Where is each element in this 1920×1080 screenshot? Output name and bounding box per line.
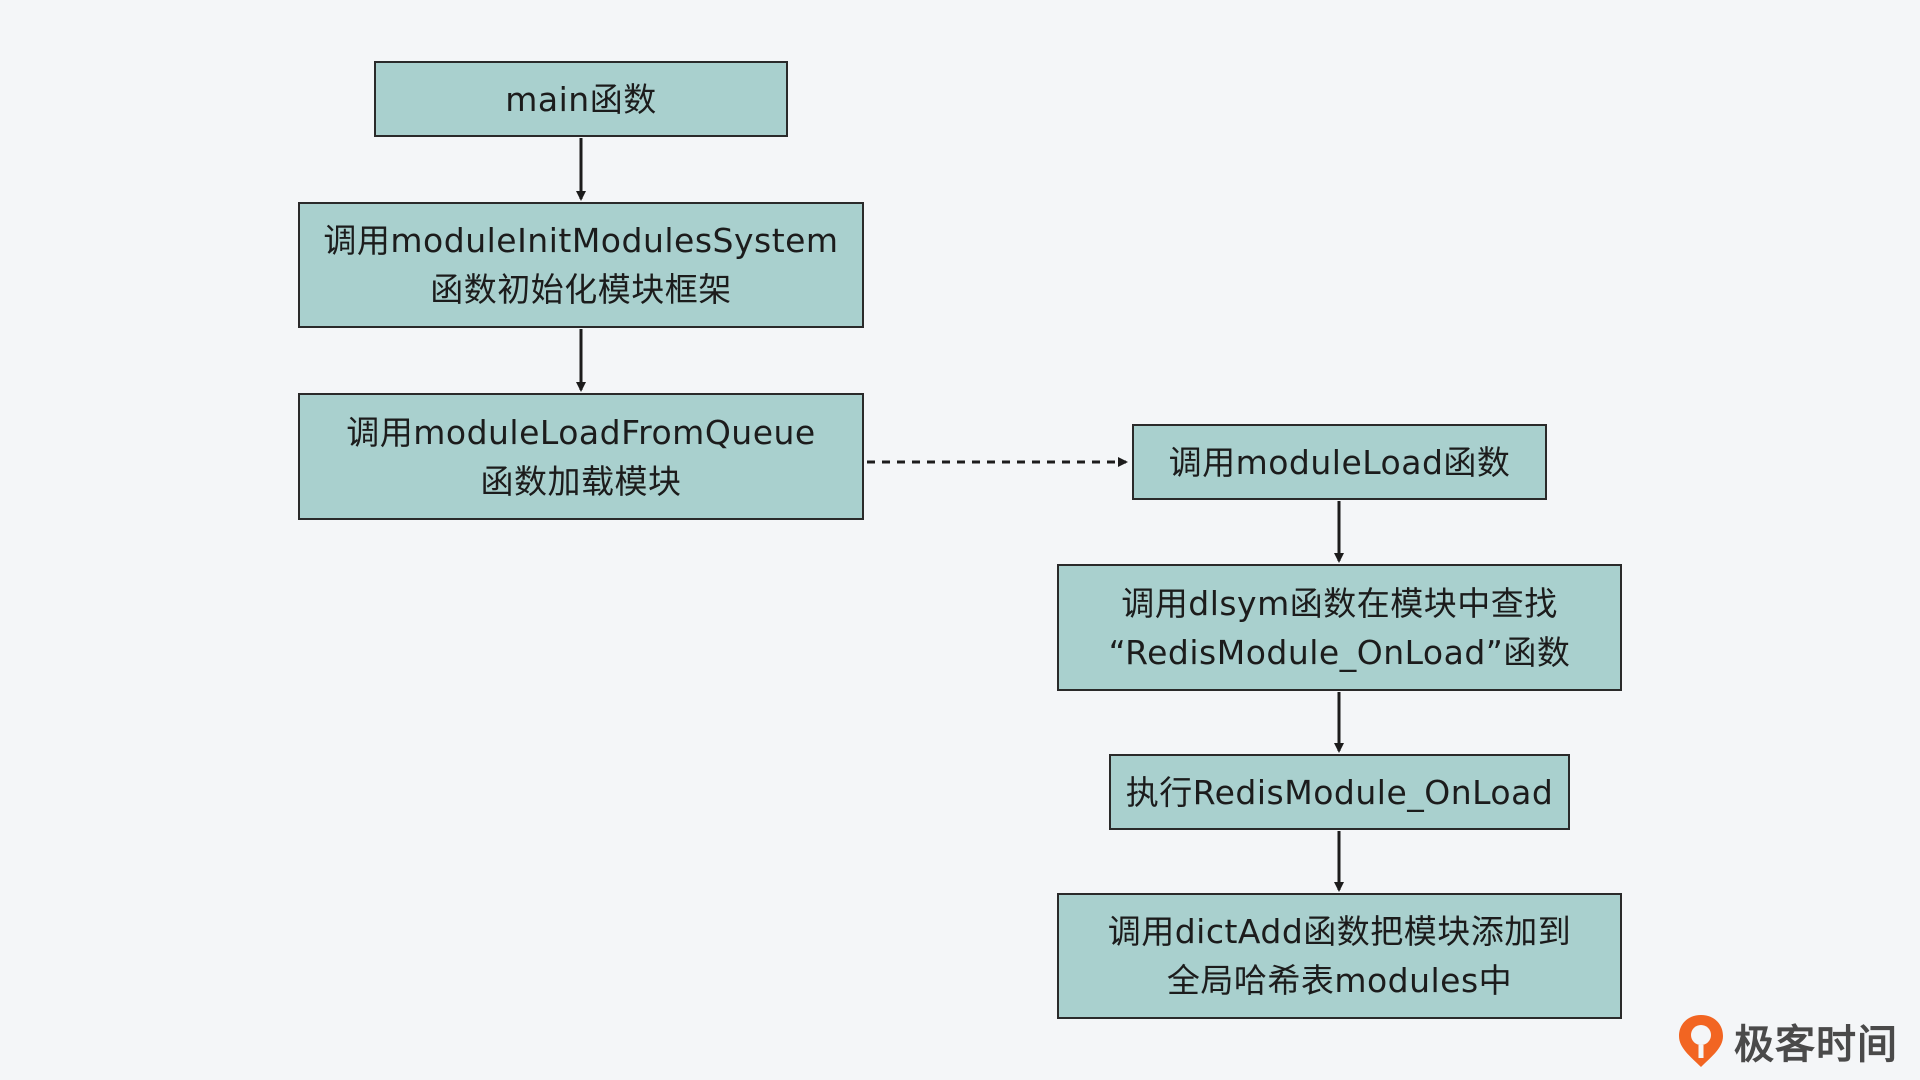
- node-init-line-1: 调用moduleInitModulesSystem: [323, 221, 839, 260]
- node-dlsym-lookup: 调用dlsym函数在模块中查找 “RedisModule_OnLoad”函数: [1057, 564, 1622, 691]
- node-init-line-2: 函数初始化模块框架: [430, 270, 732, 309]
- node-queue-line-1: 调用moduleLoadFromQueue: [346, 412, 816, 452]
- node-dict-line-2: 全局哈希表modules中: [1166, 961, 1513, 1000]
- node-dlsym-line-1: 调用dlsym函数在模块中查找: [1121, 583, 1558, 623]
- brand-logo: 极客时间: [1676, 1012, 1898, 1070]
- node-module-init-system: 调用moduleInitModulesSystem 函数初始化模块框架: [298, 202, 864, 328]
- node-load-line-1: 调用moduleLoad函数: [1168, 442, 1511, 482]
- geektime-logo-icon: [1679, 1015, 1723, 1067]
- node-module-load-from-queue: 调用moduleLoadFromQueue 函数加载模块: [298, 393, 864, 520]
- node-dict-line-1: 调用dictAdd函数把模块添加到: [1107, 912, 1572, 951]
- node-queue-line-2: 函数加载模块: [480, 461, 682, 501]
- node-main-line-1: main函数: [505, 79, 657, 119]
- node-main-function: main函数: [374, 61, 788, 137]
- node-dlsym-line-2: “RedisModule_OnLoad”函数: [1108, 632, 1571, 672]
- node-dict-add-modules: 调用dictAdd函数把模块添加到 全局哈希表modules中: [1057, 893, 1622, 1019]
- node-execute-onload: 执行RedisModule_OnLoad: [1109, 754, 1570, 830]
- brand-logo-text: 极客时间: [1734, 1022, 1898, 1068]
- node-exec-line-1: 执行RedisModule_OnLoad: [1125, 772, 1554, 812]
- node-module-load: 调用moduleLoad函数: [1132, 424, 1547, 500]
